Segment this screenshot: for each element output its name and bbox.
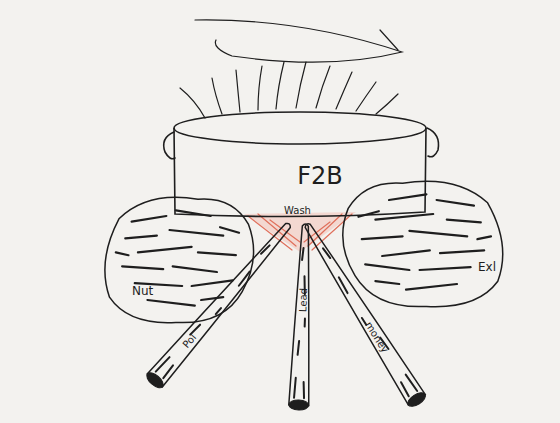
stone-texture <box>201 297 223 300</box>
stick-cut-end <box>144 369 166 390</box>
stone-texture <box>198 252 236 255</box>
stone-texture <box>122 266 163 269</box>
stick-grain <box>261 244 270 254</box>
stone-edge <box>105 197 254 322</box>
stone-support-shape <box>338 172 508 312</box>
steam-line <box>296 62 306 108</box>
stone-texture <box>409 231 467 237</box>
stick-cut-end <box>288 400 308 411</box>
pot-handle <box>427 128 439 157</box>
stone-support: Nut <box>100 188 258 328</box>
stone-texture <box>116 252 129 255</box>
firewood-stick: Pol <box>140 214 300 394</box>
stick-grain <box>405 374 416 391</box>
stone-texture <box>192 280 233 286</box>
stone-texture <box>138 247 192 253</box>
steam-line <box>316 66 330 108</box>
stone-texture <box>437 200 474 206</box>
stick-grain <box>302 248 303 260</box>
stick-grain <box>323 247 330 258</box>
node-label: Exl <box>478 260 496 274</box>
stick-grain <box>162 365 173 378</box>
stone-texture <box>170 230 224 236</box>
stone-edge <box>343 181 503 306</box>
steam-line <box>376 94 398 114</box>
stick-bark <box>288 224 315 407</box>
node-label: Nut <box>132 284 153 298</box>
steam-line <box>236 70 240 112</box>
stick-grain <box>303 319 305 327</box>
firewood-stick-shape <box>140 214 300 394</box>
steam-line <box>180 88 205 118</box>
firewood-stick: Lead <box>285 222 318 413</box>
stick-grain <box>294 378 296 398</box>
stone-outline <box>343 181 503 306</box>
stone-texture <box>132 216 167 222</box>
stone-texture <box>420 267 471 270</box>
stone-texture <box>382 250 430 256</box>
stone-texture <box>406 284 457 290</box>
stick-outline <box>144 217 297 390</box>
stick-grain <box>337 277 347 293</box>
stick-bark <box>298 218 425 405</box>
stick-grain <box>155 356 169 372</box>
steam-line <box>276 62 284 109</box>
stone-texture <box>447 220 481 223</box>
stick-cut-end <box>405 390 427 409</box>
firewood-stick-shape <box>285 222 318 413</box>
stick-grain <box>238 271 250 285</box>
stone-texture <box>358 211 378 217</box>
stone-texture <box>362 236 403 239</box>
stick-grain <box>297 341 299 355</box>
pot-rim <box>174 112 426 144</box>
steam-line <box>356 82 376 111</box>
stone-texture <box>365 264 409 270</box>
firewood-stick-shape <box>294 215 431 412</box>
pot-lid <box>195 20 402 62</box>
stone-texture <box>375 214 433 220</box>
stone-texture <box>173 266 217 272</box>
annotation-text: Wash <box>284 205 311 216</box>
stone-support: Exl <box>338 172 508 312</box>
steam-line <box>336 72 352 109</box>
stone-texture <box>375 281 399 284</box>
stone-texture <box>440 250 484 253</box>
node-label: F2B <box>297 162 343 190</box>
stick-grain <box>303 382 305 398</box>
stone-texture <box>125 236 157 239</box>
stone-texture <box>389 194 426 200</box>
flame-stroke <box>312 214 352 250</box>
stone-texture <box>220 227 239 233</box>
stone-texture <box>477 236 491 239</box>
pot-body <box>174 128 426 217</box>
steam-line <box>258 66 262 110</box>
lid-mark <box>380 30 398 50</box>
firewood-stick: money <box>294 215 431 412</box>
stick-grain <box>215 308 220 314</box>
pot-outline <box>174 112 426 217</box>
stick-outline <box>288 224 315 411</box>
stick-grain <box>400 382 409 396</box>
stick-outline <box>298 218 428 408</box>
stick-bark <box>146 217 296 387</box>
stone-outline <box>105 197 254 322</box>
stone-texture <box>176 210 211 216</box>
stone-texture <box>147 300 194 306</box>
stone-support-shape <box>100 188 258 328</box>
node-label: Lead <box>296 288 308 312</box>
steam-line <box>212 78 222 114</box>
flame-stroke <box>258 214 296 246</box>
